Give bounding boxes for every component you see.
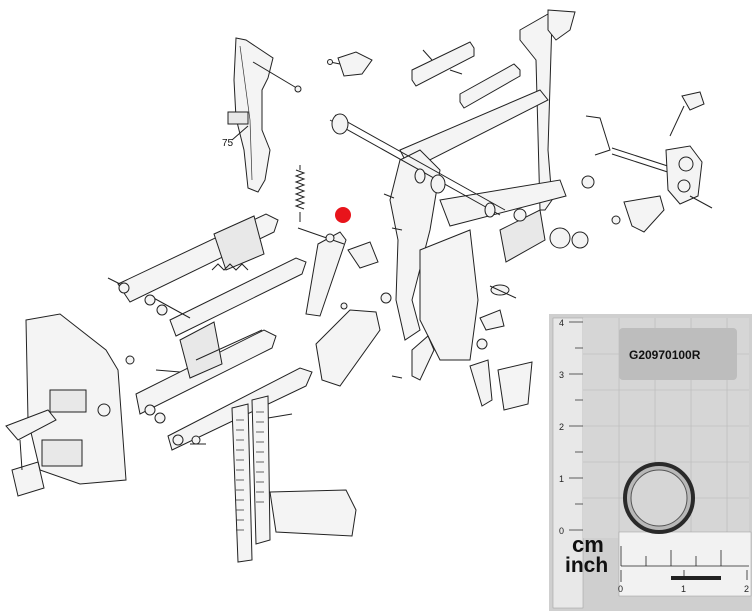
callout-label: 75 [222, 138, 234, 149]
crank-handle [585, 91, 705, 156]
lever-plates [305, 231, 533, 411]
product-photo: 0 1 2 4 3 2 1 0 G20970100R cm inch [549, 314, 752, 611]
cm-tick-1: 1 [559, 474, 564, 484]
cm-tick-0: 0 [559, 526, 564, 536]
side-plate [5, 313, 127, 497]
vertical-ruler [552, 317, 584, 609]
cm-tick-4: 4 [559, 318, 564, 328]
inch-tick-1: 1 [681, 584, 686, 594]
fasteners [107, 193, 403, 445]
highlight-marker [335, 207, 351, 223]
part-number-label [619, 328, 737, 380]
main-frame [389, 9, 589, 361]
height-racks [231, 395, 357, 563]
cover-plates [411, 41, 521, 109]
cm-tick-2: 2 [559, 422, 564, 432]
upper-arm-assembly [117, 213, 307, 337]
unit-cm: cm [572, 532, 604, 557]
inch-bar [671, 576, 721, 580]
spring [294, 165, 306, 222]
unit-inch: inch [565, 554, 609, 577]
small-bracket [327, 51, 373, 77]
part-number: G20970100R [629, 348, 701, 362]
horizontal-ruler [618, 531, 752, 597]
cm-tick-3: 3 [559, 370, 564, 380]
cross-shaft [329, 113, 506, 218]
right-shaft-assembly [581, 145, 713, 233]
inch-tick-2: 2 [744, 584, 749, 594]
lower-arm-assembly [135, 321, 313, 451]
inch-tick-0: 0 [618, 584, 623, 594]
deflector-plate [227, 37, 302, 193]
